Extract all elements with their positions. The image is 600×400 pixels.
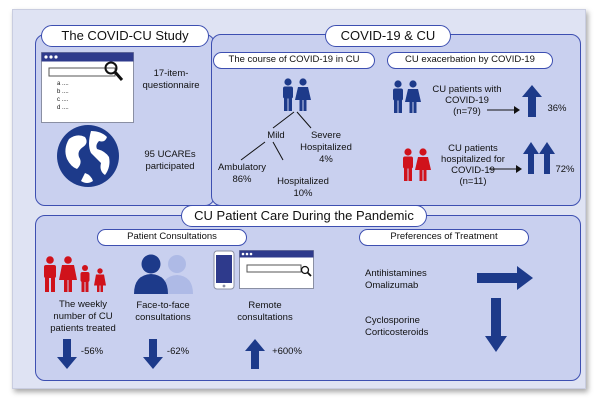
group1-label-line3: (n=79) (453, 106, 481, 117)
severe-label-line1: Severe (310, 130, 342, 141)
arrow-up-icon (522, 85, 542, 117)
weekly-label-line2: number of CU (53, 311, 113, 322)
arrow-right-thin-icon (487, 106, 520, 114)
preference-right-line2: Omalizumab (365, 280, 419, 291)
group2-pct: 72% (555, 164, 575, 175)
ucares-label-line1: 95 UCAREs (144, 149, 196, 160)
preference-down-line1: Cyclosporine (365, 315, 420, 326)
exacerbation-title: CU exacerbation by COVID-19 (387, 52, 553, 69)
figure-frame: The COVID-CU Study a .... b .... c .... … (12, 9, 586, 389)
severe-label-line2: Hospitalized (300, 142, 352, 153)
list-item: c .... (57, 97, 69, 103)
face-label-line2: consultations (135, 312, 191, 323)
ambulatory-label-line1: Ambulatory (217, 162, 267, 173)
face-pct: -62% (166, 346, 190, 357)
hospitalized-label-line2: 10% (293, 188, 313, 199)
weekly-label-line3: patients treated (50, 323, 116, 334)
consultations-title: Patient Consultations (97, 229, 247, 246)
preference-down-line2: Corticosteroids (365, 327, 429, 338)
remote-label-line1: Remote (248, 300, 282, 311)
arrow-down-icon (57, 339, 77, 369)
face-label-line1: Face-to-face (136, 300, 190, 311)
remote-pct: +600% (272, 346, 302, 357)
phone-icon (213, 250, 235, 290)
mild-label: Mild (267, 130, 285, 141)
arrow-down-icon (143, 339, 163, 369)
ucares-label-line2: participated (145, 161, 195, 172)
remote-label-line2: consultations (237, 312, 293, 323)
magnifier-icon (104, 61, 124, 81)
family-icon (44, 256, 106, 292)
list-item: a .... (57, 81, 69, 87)
group2-label-line2: hospitalized for (441, 154, 505, 165)
preference-right-line1: Antihistamines (365, 268, 427, 279)
couple-icon (393, 80, 421, 113)
arrow-down-icon (485, 298, 507, 352)
arrow-up-icon (245, 339, 265, 369)
browser-window-icon (239, 250, 314, 289)
questionnaire-label-line2: questionnaire (142, 80, 200, 91)
group2-label-line4: (n=11) (459, 176, 487, 187)
questionnaire-window-icon (41, 52, 134, 123)
list-item: b .... (57, 89, 69, 95)
ambulatory-label-line2: 86% (232, 174, 252, 185)
severe-label-line3: 4% (319, 154, 333, 165)
course-title: The course of COVID-19 in CU (213, 52, 375, 69)
couple-red-icon (403, 148, 431, 181)
double-arrow-up-icon (523, 142, 555, 174)
questionnaire-label-line1: 17-item- (153, 68, 189, 79)
couple-icon (283, 78, 311, 111)
group1-label-line2: COVID-19 (445, 95, 489, 106)
study-title: The COVID-CU Study (41, 25, 209, 47)
arrow-right-icon (477, 266, 533, 290)
group2-label-line3: COVID-19 (451, 165, 495, 176)
covid-title: COVID-19 & CU (325, 25, 451, 47)
weekly-pct: -56% (80, 346, 104, 357)
group1-label-line1: CU patients with (432, 84, 502, 95)
globe-icon (57, 125, 119, 187)
hospitalized-label-line1: Hospitalized (277, 176, 329, 187)
care-title: CU Patient Care During the Pandemic (181, 205, 427, 227)
face-to-face-icon (134, 254, 193, 294)
list-item: d .... (57, 105, 69, 111)
group1-pct: 36% (547, 103, 567, 114)
weekly-label-line1: The weekly (58, 299, 108, 310)
arrow-right-thin-icon (489, 165, 522, 173)
preferences-title: Preferences of Treatment (359, 229, 529, 246)
group2-label-line1: CU patients (448, 143, 498, 154)
course-tree-lines (240, 111, 312, 161)
